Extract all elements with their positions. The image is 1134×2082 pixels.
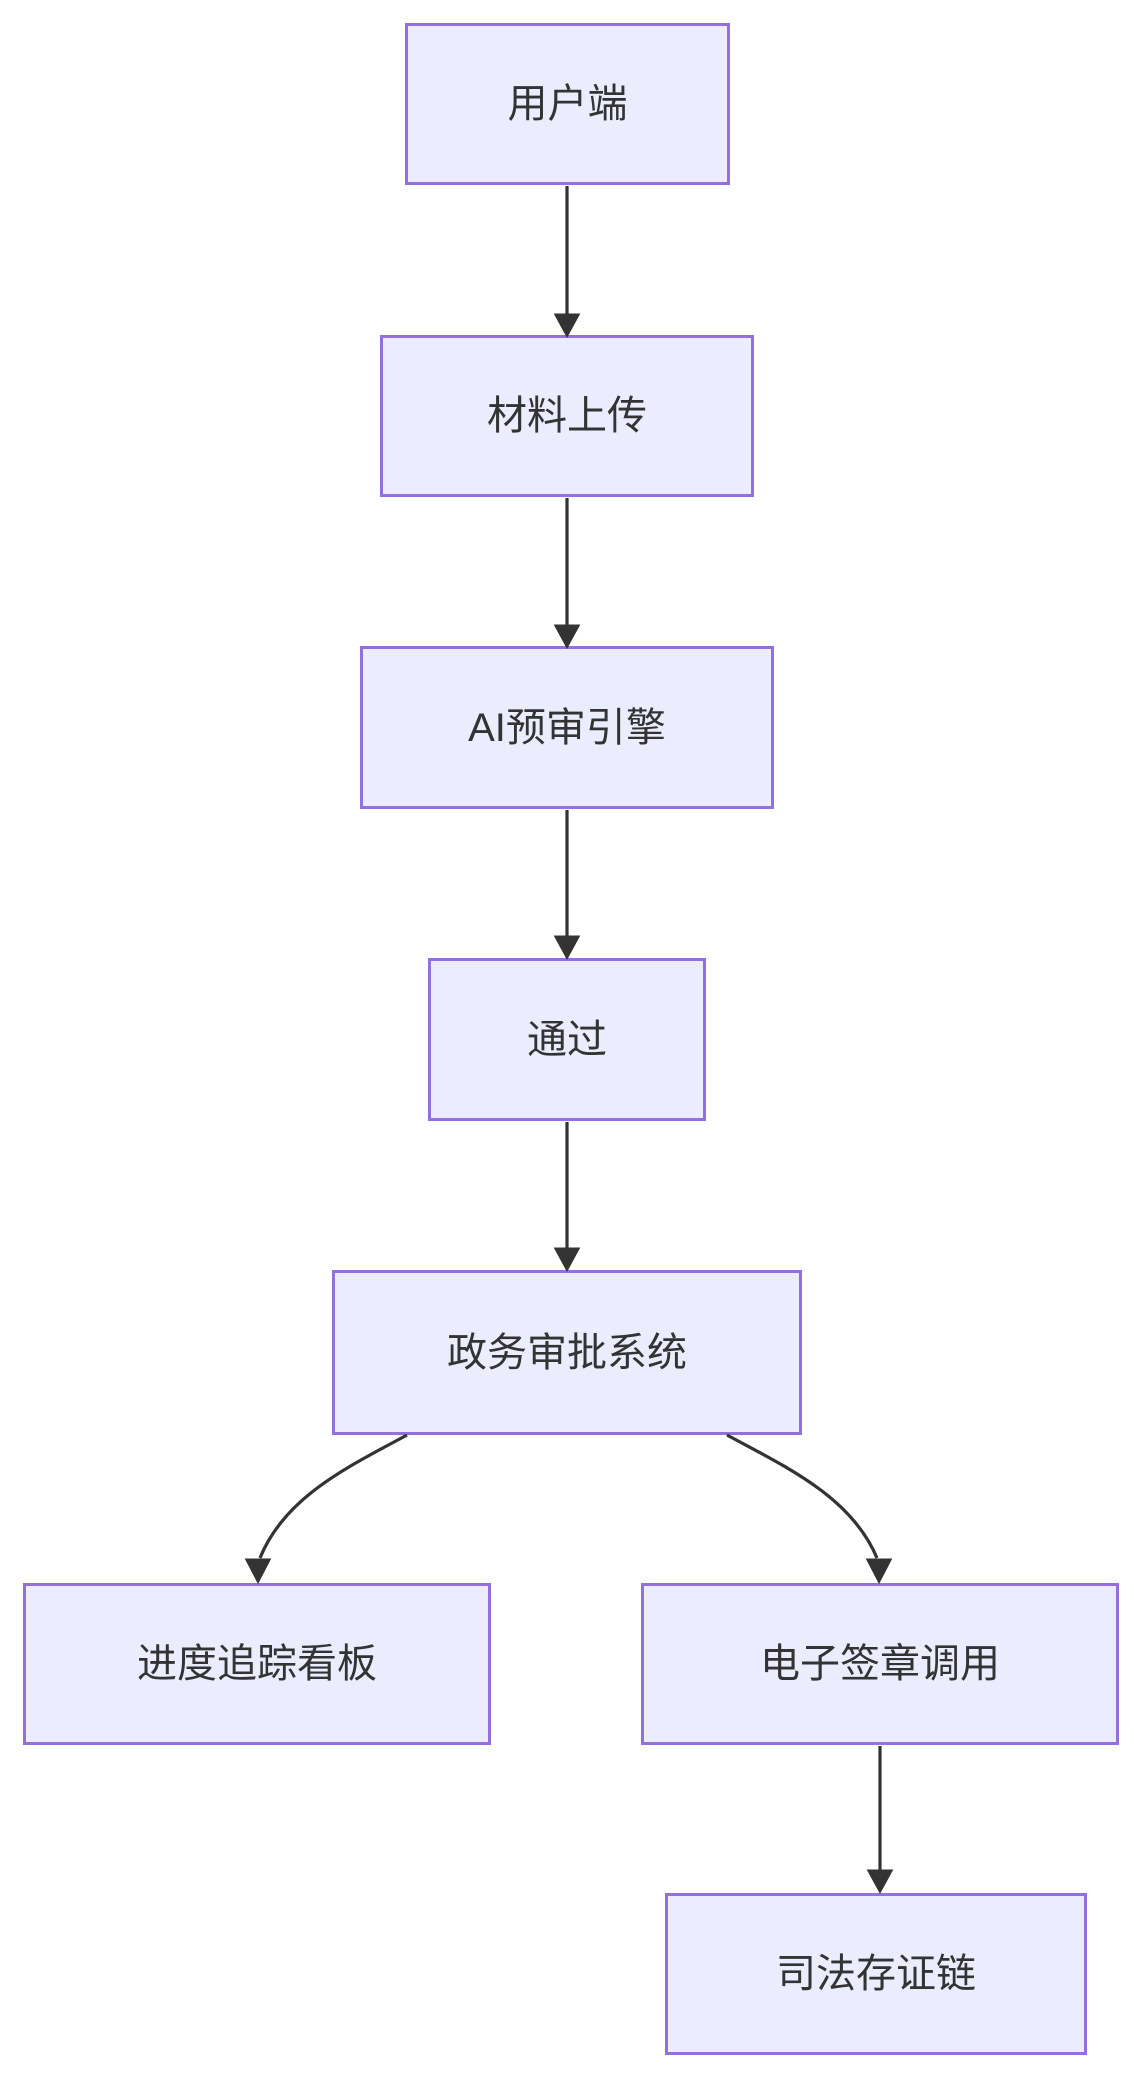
edge-gov-sign [726,1433,893,1585]
node-material-upload: 材料上传 [380,335,754,497]
edge-gov-track [244,1433,408,1585]
node-progress-tracking-board-label: 进度追踪看板 [137,1642,377,1686]
arrowhead-icon [553,313,581,339]
node-electronic-signature-call-label: 电子签章调用 [760,1642,1000,1686]
node-ai-precheck-engine: AI预审引擎 [360,646,774,809]
edge-pass-gov [553,1122,581,1273]
arrowhead-icon [244,1558,272,1585]
node-progress-tracking-board: 进度追踪看板 [23,1583,491,1745]
node-judicial-evidence-chain-label: 司法存证链 [776,1952,976,1996]
node-pass: 通过 [428,958,706,1121]
node-material-upload-label: 材料上传 [487,394,647,438]
arrowhead-icon [553,624,581,650]
edge-sign-chain [866,1746,894,1895]
node-pass-label: 通过 [527,1017,607,1062]
edge-ai-pass [553,810,581,961]
node-gov-approval-system-label: 政务审批系统 [447,1330,687,1375]
arrowhead-icon [866,1869,894,1895]
node-judicial-evidence-chain: 司法存证链 [665,1893,1087,2055]
node-user-label: 用户端 [507,82,628,126]
arrowhead-icon [865,1558,893,1585]
node-gov-approval-system: 政务审批系统 [332,1270,802,1435]
arrowhead-icon [553,1247,581,1273]
edge-upload-ai [553,498,581,650]
node-electronic-signature-call: 电子签章调用 [641,1583,1119,1745]
node-ai-precheck-engine-label: AI预审引擎 [468,705,666,750]
node-user: 用户端 [405,23,730,185]
edge-user-upload [553,186,581,339]
arrowhead-icon [553,935,581,961]
